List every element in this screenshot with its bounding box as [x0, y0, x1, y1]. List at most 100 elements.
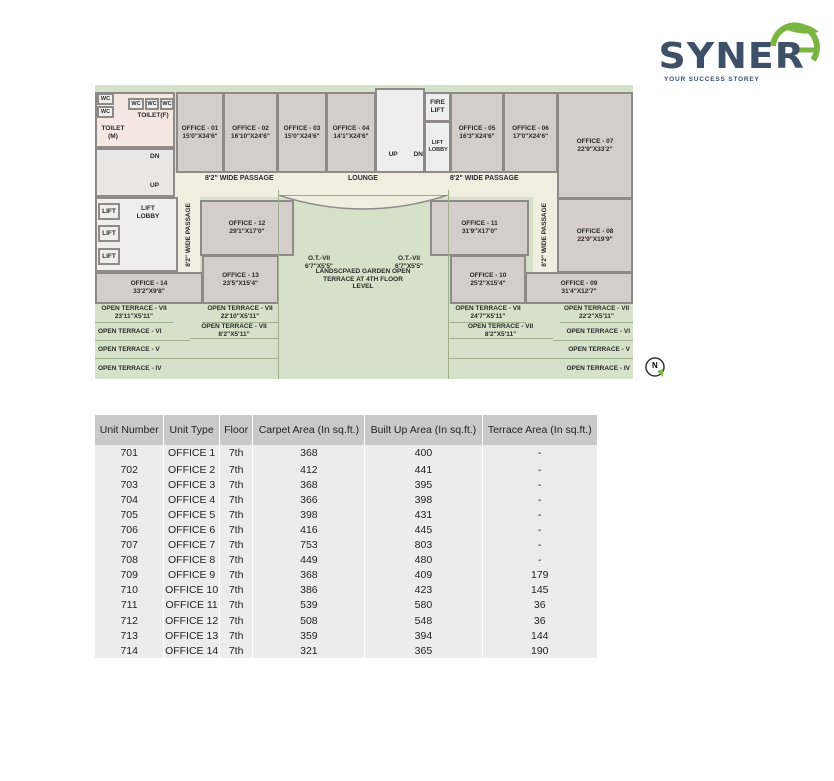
table-cell: 7th — [219, 492, 254, 508]
office-name: OFFICE - 11 — [461, 220, 498, 228]
table-cell: 7th — [219, 582, 254, 598]
column-header: Terrace Area (In sq.ft.) — [482, 415, 599, 445]
table-cell: 368 — [252, 477, 366, 493]
north-compass-icon: N — [643, 355, 667, 379]
table-cell: - — [482, 445, 599, 461]
table-cell: 7th — [219, 552, 254, 568]
table-cell: OFFICE 8 — [163, 552, 220, 568]
office-size: 22'9"X33'2" — [577, 145, 613, 153]
terrace-v-right: OPEN TERRACE - V — [448, 341, 633, 359]
stair-up-label: UP — [388, 151, 398, 159]
table-cell: 445 — [364, 522, 483, 538]
terrace-size: 22'10"X5'11" — [220, 313, 260, 320]
wc: WC — [145, 98, 159, 110]
table-cell: 365 — [364, 643, 483, 659]
garden-border — [448, 190, 449, 379]
table-cell: 480 — [364, 552, 483, 568]
table-cell: OFFICE 7 — [163, 537, 220, 553]
passage-label-right: 8'2" WIDE PASSAGE — [450, 175, 519, 182]
office-name: OFFICE - 13 — [222, 271, 259, 279]
table-cell: 144 — [482, 628, 599, 644]
garden-label: LANDSCPAED GARDEN OPEN TERRACE AT 4TH FL… — [315, 267, 411, 291]
table-cell: - — [482, 537, 599, 553]
office-name: OFFICE - 01 — [181, 124, 219, 132]
table-cell: OFFICE 3 — [163, 477, 220, 493]
table-cell: - — [482, 552, 599, 568]
table-cell: 366 — [252, 492, 366, 508]
passage-label-left: 8'2" WIDE PASSAGE — [205, 175, 274, 182]
logo-tagline: YOUR SUCCESS STOREY — [664, 76, 760, 83]
table-cell: 7th — [219, 643, 254, 659]
garden: LANDSCPAED GARDEN OPEN TERRACE AT 4TH FL… — [278, 190, 448, 379]
table-cell: 704 — [95, 492, 165, 508]
table-cell: 321 — [252, 643, 366, 659]
wc: WC — [97, 106, 114, 118]
table-cell: 712 — [95, 613, 165, 629]
table-cell: 368 — [252, 445, 366, 461]
terrace-name: OPEN TERRACE - VII — [201, 322, 267, 330]
table-cell: 580 — [364, 597, 483, 614]
terrace-name: OPEN TERRACE - VII — [455, 305, 521, 313]
toilet-female-label: TOILET(F) — [137, 112, 169, 120]
column-header: Carpet Area (In sq.ft.) — [252, 415, 366, 445]
toilet-male-label: TOILET (M) — [101, 125, 125, 140]
table-cell: OFFICE 5 — [163, 507, 220, 523]
table-cell: 707 — [95, 537, 165, 553]
garden-border — [278, 190, 279, 379]
terrace-vi-left: OPEN TERRACE - VI — [95, 323, 190, 341]
compass-label: N — [652, 361, 658, 370]
office-name: OFFICE - 06 — [512, 124, 549, 132]
column-header: Unit Number — [95, 415, 165, 445]
table-cell: 7th — [219, 507, 254, 523]
terrace-iv-left: OPEN TERRACE - IV — [95, 359, 278, 379]
table-cell: 7th — [219, 567, 254, 583]
table-cell: OFFICE 14 — [163, 643, 220, 659]
table-cell: OFFICE 13 — [163, 628, 220, 644]
table-cell: 36 — [482, 613, 599, 629]
lounge-label: LOUNGE — [348, 175, 378, 182]
office-name: OFFICE - 09 — [560, 280, 598, 288]
wc: WC — [160, 98, 174, 110]
passage-vertical-right: 8'2" WIDE PASSAGE — [533, 197, 557, 272]
office-name: OFFICE - 05 — [458, 124, 496, 132]
table-cell: OFFICE 11 — [163, 597, 220, 614]
office-size: 31'4"X12'7" — [561, 288, 597, 295]
wc: WC — [97, 93, 114, 105]
terrace-v-left: OPEN TERRACE - V — [95, 341, 278, 359]
fire-lift-lobby: LIFT LOBBY — [424, 121, 451, 173]
table-cell: 423 — [364, 582, 483, 598]
office-size: 31'9"X17'0" — [461, 228, 498, 235]
table-cell: 709 — [95, 567, 165, 583]
lift: LIFT — [98, 248, 120, 265]
terrace-size: 8'2"X5'11" — [218, 330, 250, 338]
office-size: 33'2"X9'8" — [133, 288, 165, 295]
stair-dn-label: DN — [150, 153, 160, 160]
terrace-size: 8'2"X5'11" — [484, 330, 517, 338]
